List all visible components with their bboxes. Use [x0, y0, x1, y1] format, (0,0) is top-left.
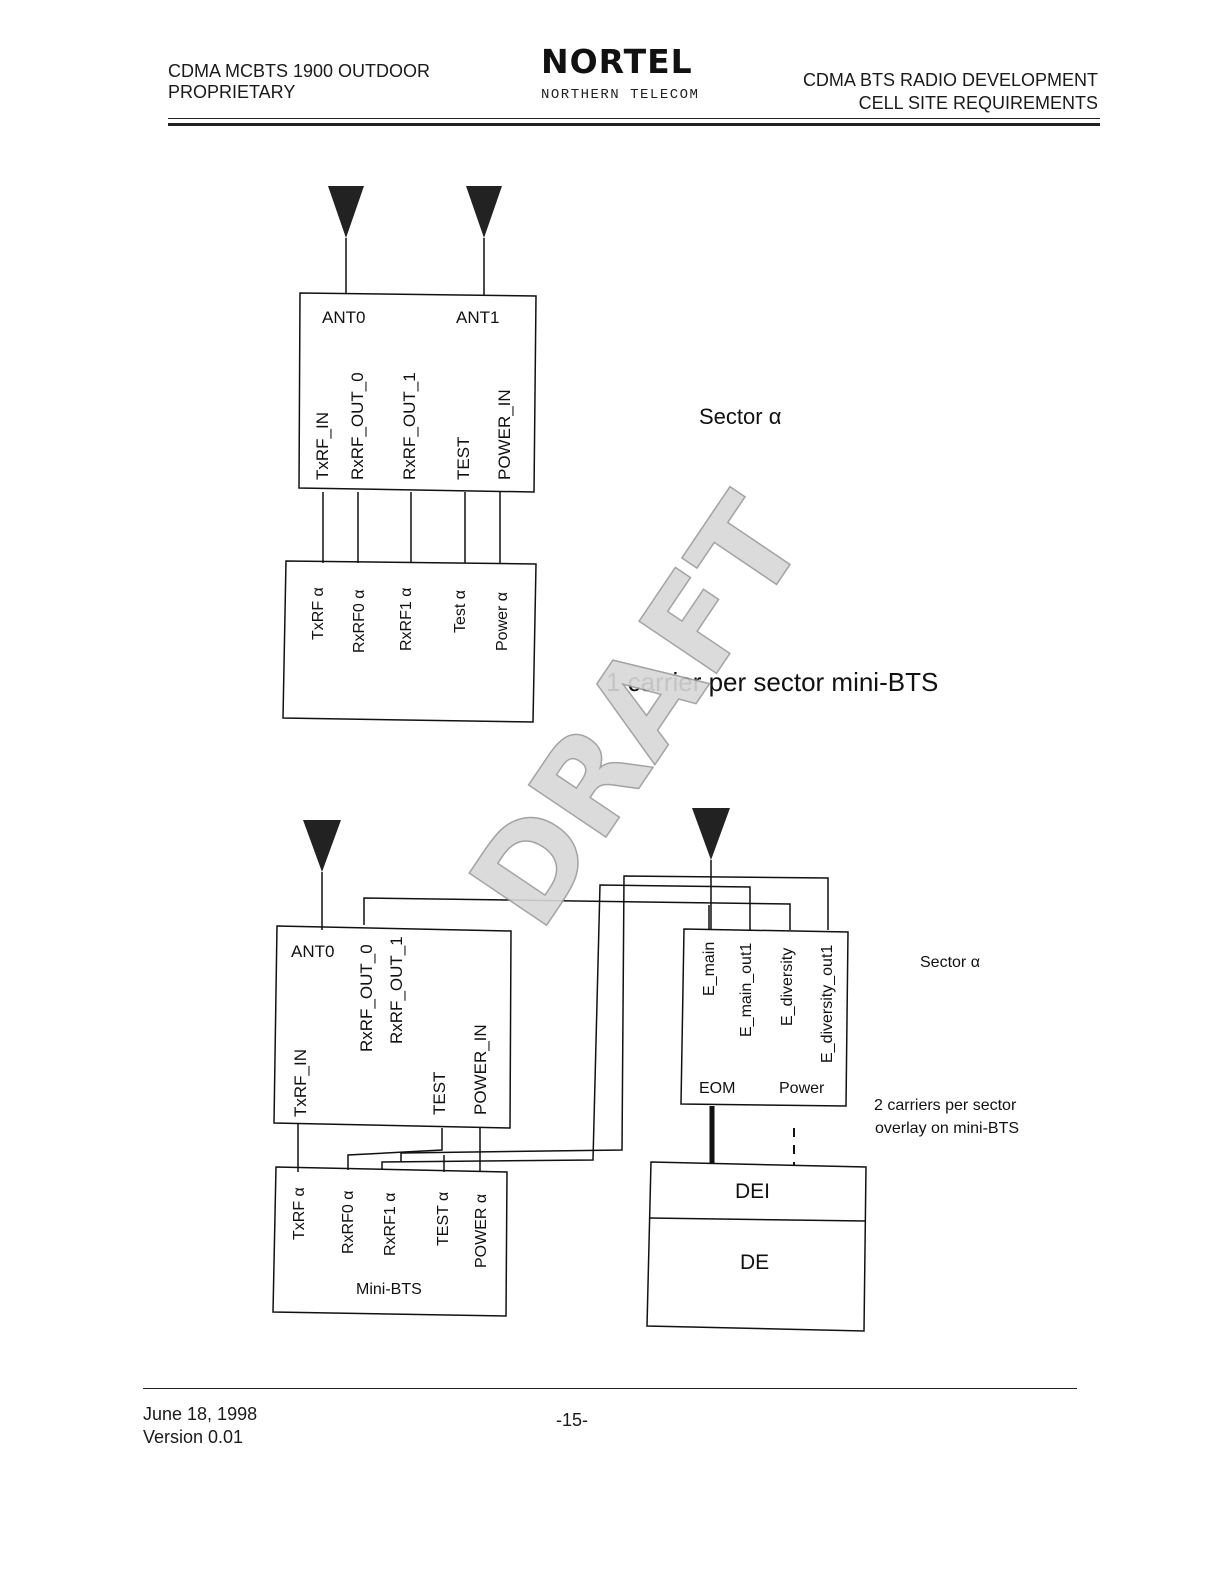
sector-label-2: Sector α — [920, 954, 980, 971]
eom-port-e-main: E_main — [701, 942, 718, 996]
bts2-port-test: TEST α — [435, 1192, 452, 1246]
footer-rule — [143, 1388, 1077, 1389]
bts2-port-rxrf0: RxRF0 α — [340, 1191, 357, 1254]
bts2-port-power: POWER α — [473, 1194, 490, 1268]
diagram-1-caption: 1 carrier per sector mini-BTS — [606, 667, 938, 697]
sector-label-1: Sector α — [699, 404, 782, 429]
bts-port-rxrf1: RxRF1 α — [398, 588, 415, 651]
port-power-in-2: POWER_IN — [471, 1024, 490, 1115]
port-rxrf-out-0-2: RxRF_OUT_0 — [357, 944, 376, 1052]
port-rxrf-out-0: RxRF_OUT_0 — [348, 372, 367, 480]
port-txrf-in: TxRF_IN — [313, 412, 332, 480]
note-line-1: 2 carriers per sector — [874, 1097, 1017, 1114]
ant1-label: ANT1 — [456, 308, 499, 327]
port-test: TEST — [454, 437, 473, 480]
nortel-logo: NORTEL — [541, 42, 693, 81]
logo-subtitle: NORTHERN TELECOM — [541, 87, 700, 103]
interconnect-wires — [297, 875, 829, 1172]
footer-date: June 18, 1998 — [143, 1404, 258, 1424]
eom-port-e-main-out1: E_main_out1 — [738, 943, 755, 1037]
port-test-2: TEST — [430, 1072, 449, 1115]
header-left-line2: PROPRIETARY — [168, 82, 296, 102]
draft-watermark: DRAFT — [442, 472, 833, 952]
ant0-label-2: ANT0 — [291, 942, 334, 961]
eom-label: EOM — [699, 1080, 735, 1097]
mini-bts-box-2 — [272, 1166, 508, 1317]
bts2-port-rxrf1: RxRF1 α — [382, 1193, 399, 1256]
combiner-box-1 — [298, 292, 537, 493]
dei-de-box — [646, 1161, 867, 1332]
eom-port-e-diversity: E_diversity — [779, 948, 796, 1026]
de-label: DE — [740, 1251, 769, 1274]
header-left-line1: CDMA MCBTS 1900 OUTDOOR — [168, 61, 431, 81]
port-power-in: POWER_IN — [495, 389, 514, 480]
bts-port-txrf: TxRF α — [310, 587, 327, 640]
ant0-label: ANT0 — [322, 308, 365, 327]
eom-box — [680, 928, 849, 1107]
antenna-1-icon — [466, 186, 502, 238]
port-rxrf-out-1-2: RxRF_OUT_1 — [387, 936, 406, 1044]
antenna-2-icon — [303, 820, 341, 872]
diagram-2: ANT0 TxRF_IN RxRF_OUT_0 RxRF_OUT_1 TEST … — [272, 808, 1019, 1332]
antenna-0-icon — [328, 186, 364, 238]
bts-port-rxrf0: RxRF0 α — [351, 590, 368, 653]
antenna-3-icon — [692, 808, 730, 860]
port-txrf-in-2: TxRF_IN — [291, 1049, 310, 1117]
bts-port-power: Power α — [494, 592, 511, 651]
combiner-box-2 — [273, 925, 512, 1129]
page-number: -15- — [556, 1410, 589, 1430]
eom-power-label: Power — [779, 1080, 825, 1097]
header-right-line1: CDMA BTS RADIO DEVELOPMENT — [802, 70, 1098, 90]
bts-port-test: Test α — [452, 590, 469, 633]
header-rule-thick — [168, 123, 1100, 126]
header-right-line2: CELL SITE REQUIREMENTS — [858, 93, 1098, 113]
mini-bts-box-1 — [282, 560, 537, 723]
eom-port-e-diversity-out1: E_diversity_out1 — [819, 945, 836, 1063]
diagram-1: ANT0 ANT1 TxRF_IN RxRF_OUT_0 RxRF_OUT_1 … — [282, 186, 938, 723]
footer-version: Version 0.01 — [143, 1427, 244, 1447]
mini-bts-label: Mini-BTS — [356, 1281, 422, 1298]
note-line-2: overlay on mini-BTS — [875, 1120, 1019, 1137]
bts2-port-txrf: TxRF α — [291, 1187, 308, 1240]
port-rxrf-out-1: RxRF_OUT_1 — [400, 372, 419, 480]
dei-label: DEI — [735, 1180, 770, 1203]
header-rule-thin — [168, 118, 1100, 119]
